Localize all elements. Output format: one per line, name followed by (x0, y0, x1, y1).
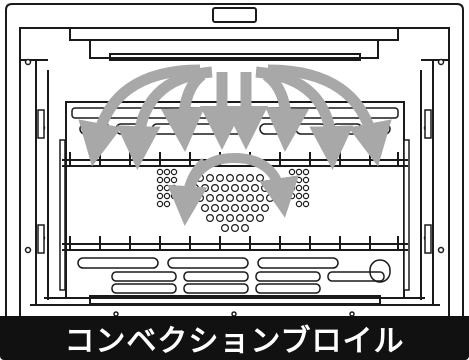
lower-rack (62, 236, 408, 251)
oven-frame (5, 3, 464, 318)
airflow-arrows (78, 64, 392, 170)
mode-caption-banner: コンベクションブロイル (0, 316, 469, 360)
side-fasteners (24, 58, 445, 317)
top-heater-slots (71, 107, 399, 135)
fan-grille (156, 168, 310, 233)
fan-circulation-arrows (167, 152, 299, 226)
mode-caption: コンベクションブロイル (64, 324, 405, 359)
bottom-slots (77, 257, 391, 294)
